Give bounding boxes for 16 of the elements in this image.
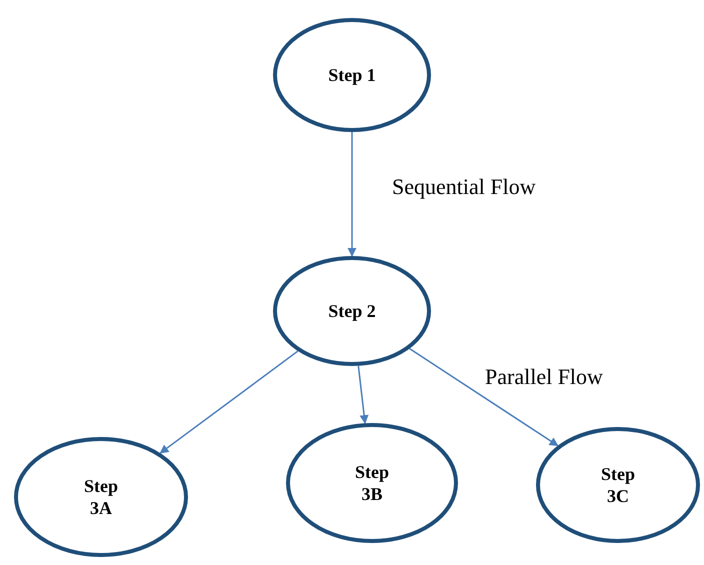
- step-label: Step 2: [328, 300, 376, 322]
- process-ellipse: [273, 18, 431, 132]
- step-label: Step 3A: [82, 474, 119, 520]
- flow-label: Sequential Flow: [392, 174, 536, 200]
- step-label: Step 1: [328, 64, 376, 86]
- process-ellipse: [536, 427, 700, 543]
- arrow: [160, 350, 298, 454]
- arrow: [348, 132, 356, 257]
- arrow: [358, 366, 369, 424]
- flow-label: Parallel Flow: [485, 364, 603, 390]
- process-ellipse: [273, 256, 431, 366]
- process-ellipse: [286, 423, 458, 543]
- step-label: Step 3B: [354, 460, 390, 506]
- arrow: [409, 348, 559, 446]
- step-label: Step 3C: [600, 462, 636, 508]
- process-ellipse: [14, 437, 188, 557]
